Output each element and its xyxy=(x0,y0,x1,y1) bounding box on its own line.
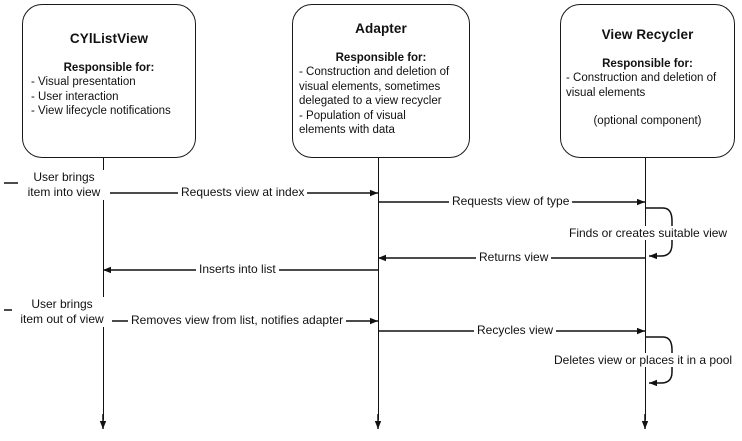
lifeline-adapter xyxy=(378,158,379,420)
label-returns-view: Returns view xyxy=(476,250,552,264)
actor-responsibility-item: - Population of visual xyxy=(299,109,406,122)
actor-box-list-view: CYlListView Responsible for: - Visual pr… xyxy=(22,4,196,158)
label-line: User brings xyxy=(33,170,95,184)
lifeline-view-recycler xyxy=(645,158,646,420)
label-deletes-view-or-places-in-pool: Deletes view or places it in a pool xyxy=(551,353,736,367)
actor-responsibility-item: - Visual presentation xyxy=(31,76,136,88)
actor-responsibility-item: elements with data xyxy=(299,124,395,136)
actor-responsibility-item: visual elements, sometimes xyxy=(299,80,441,93)
label-user-brings-item-into-view: User brings item into view xyxy=(18,170,110,200)
label-recycles-view: Recycles view xyxy=(474,323,557,337)
label-user-brings-item-out-of-view: User brings item out of view xyxy=(12,297,112,327)
lifeline-list-view xyxy=(103,158,104,420)
label-finds-or-creates-suitable-view: Finds or creates suitable view xyxy=(566,226,731,240)
actor-box-adapter: Adapter Responsible for: - Construction … xyxy=(292,4,470,158)
actor-title-view-recycler: View Recycler xyxy=(601,27,694,42)
actor-title-list-view: CYlListView xyxy=(69,31,149,46)
actor-responsibility-item: - Construction and deletion of xyxy=(299,66,450,78)
label-removes-view-from-list: Removes view from list, notifies adapter xyxy=(128,313,347,327)
actor-responsibility-item: delegated to a view recycler xyxy=(299,95,442,107)
label-line: item out of view xyxy=(20,312,104,326)
label-requests-view-of-type: Requests view of type xyxy=(449,194,573,208)
label-line: User brings xyxy=(31,297,93,311)
actor-responsible-head-view-recycler: Responsible for: xyxy=(602,58,693,70)
actor-responsibility-item: visual elements xyxy=(566,86,646,99)
label-line: item into view xyxy=(27,185,101,199)
actor-box-view-recycler: View Recycler Responsible for: - Constru… xyxy=(560,4,735,158)
actor-responsible-head-adapter: Responsible for: xyxy=(335,52,427,64)
actor-note-optional: (optional component) xyxy=(593,115,702,127)
actor-title-adapter: Adapter xyxy=(355,21,407,36)
label-requests-view-at-index: Requests view at index xyxy=(178,185,308,199)
label-inserts-into-list: Inserts into list xyxy=(196,262,279,276)
actor-responsible-head-list-view: Responsible for: xyxy=(63,62,155,74)
actor-responsibility-item: - Construction and deletion of xyxy=(566,72,717,84)
actor-responsibility-item: - User interaction xyxy=(31,90,119,103)
actor-responsibility-item: - View lifecycle notifications xyxy=(31,105,171,117)
